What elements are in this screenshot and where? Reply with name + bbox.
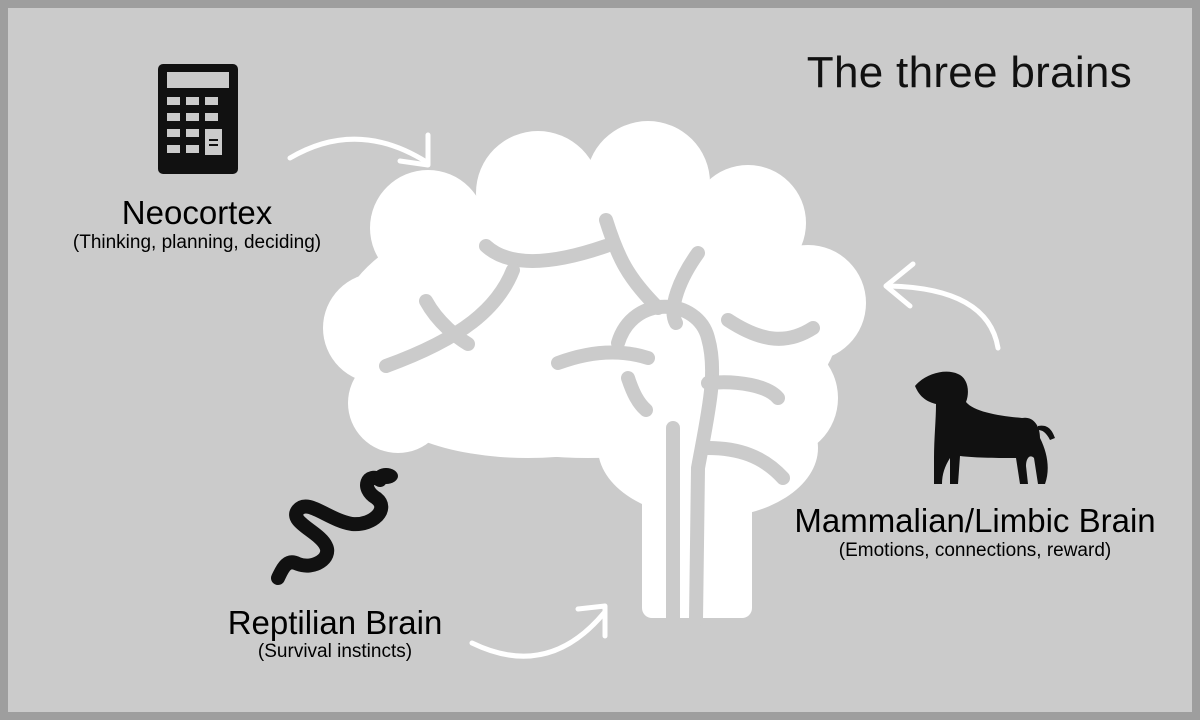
dog-icon bbox=[915, 371, 1055, 484]
calculator-icon bbox=[158, 64, 238, 174]
neocortex-description: (Thinking, planning, deciding) bbox=[72, 232, 322, 253]
limbic-label: Mammalian/Limbic Brain bbox=[794, 502, 1156, 539]
reptilian-label: Reptilian Brain bbox=[227, 604, 443, 641]
arrow-neocortex bbox=[287, 132, 431, 168]
diagram-canvas: The three brains bbox=[8, 8, 1192, 712]
brain-illustration bbox=[323, 121, 866, 627]
arrow-reptilian bbox=[469, 603, 608, 659]
arrow-limbic bbox=[883, 261, 1001, 351]
snake-icon bbox=[271, 468, 398, 585]
reptilian-description: (Survival instincts) bbox=[257, 641, 413, 662]
diagram-title: The three brains bbox=[806, 48, 1132, 97]
neocortex-label: Neocortex bbox=[121, 194, 273, 231]
arrows-layer bbox=[287, 132, 1001, 659]
limbic-description: (Emotions, connections, reward) bbox=[838, 540, 1112, 561]
